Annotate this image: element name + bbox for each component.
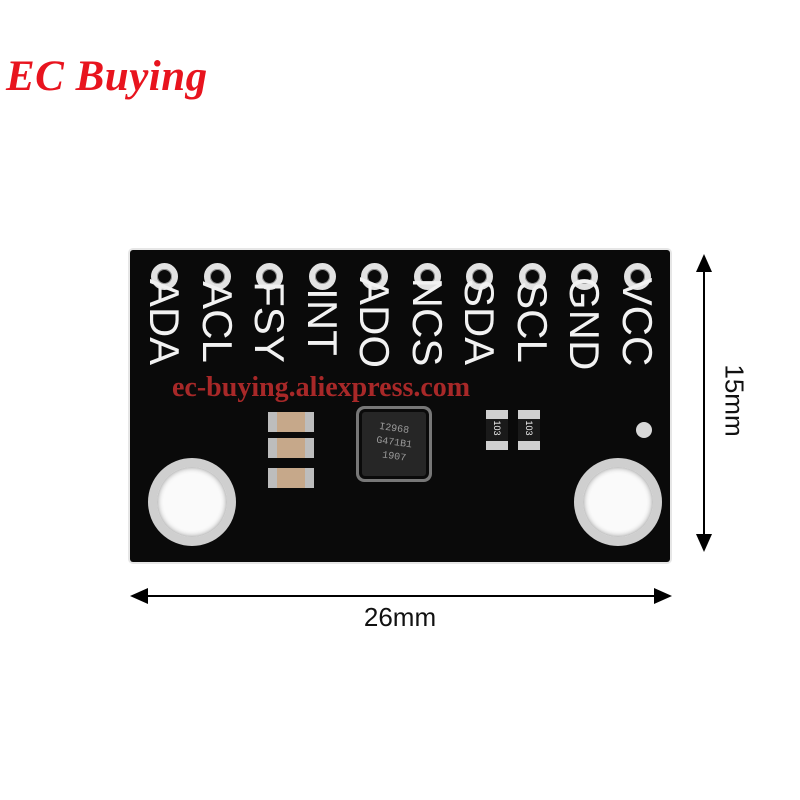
resistor-1-label: 103 (492, 420, 502, 436)
pin-label-fsy: FSY (246, 281, 293, 363)
pin-label-ado: ADO (351, 277, 398, 369)
pin-label-sda: SDA (456, 278, 503, 366)
pin-label-acl: ACL (193, 281, 241, 363)
pin-label-scl: SCL (508, 281, 556, 363)
pin-hole-vcc (623, 263, 651, 290)
height-dimension-arrow (696, 254, 712, 552)
pin-label-ncs: NCS (403, 277, 451, 367)
pin-hole-ada (151, 263, 178, 290)
pin-hole-acl (203, 263, 231, 290)
pin1-marker-dot (636, 422, 652, 438)
pin-label-int: INT (298, 288, 346, 356)
pin-hole-ncs (413, 263, 441, 290)
pin-hole-gnd (571, 263, 598, 290)
capacitor-2 (268, 438, 314, 458)
watermark-text: ec-buying.aliexpress.com (172, 372, 471, 403)
resistor-2: 103 (518, 410, 540, 450)
mounting-hole-left (148, 458, 236, 546)
width-dimension-arrow (130, 588, 672, 604)
pin-hole-sda (466, 263, 493, 290)
width-dimension-label: 26mm (363, 602, 437, 632)
pin-label-gnd: GND (561, 277, 608, 371)
pin-hole-fsy (256, 263, 283, 290)
pin-label-ada: ADA (141, 278, 188, 366)
resistor-1: 103 (486, 410, 508, 450)
brand-logo: EC Buying (6, 53, 208, 100)
pin-label-vcc: VCC (613, 277, 661, 367)
pin-hole-scl (518, 263, 546, 290)
mounting-hole-right (574, 458, 662, 546)
pin-hole-ado (361, 263, 388, 290)
imu-chip: I2968 G471B1 1907 (362, 412, 426, 476)
pin-hole-int (308, 263, 336, 290)
capacitor-1 (268, 412, 314, 432)
height-dimension-label: 15mm (719, 364, 750, 437)
resistor-2-label: 103 (524, 420, 534, 436)
capacitor-3 (268, 468, 314, 488)
